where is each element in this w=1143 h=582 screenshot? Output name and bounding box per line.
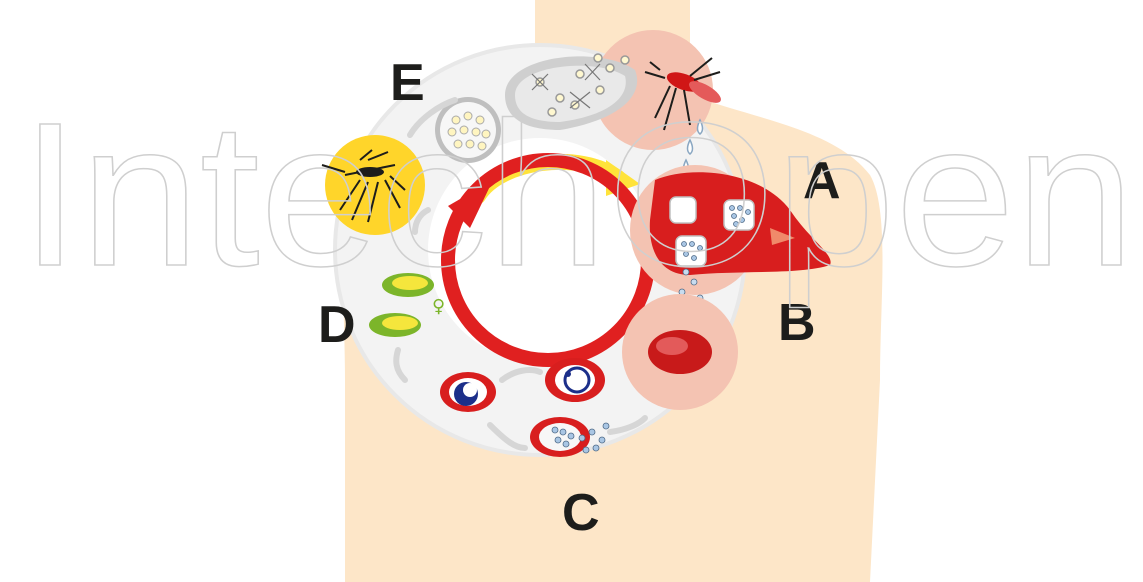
red-blood-cell-icon (440, 372, 496, 412)
watermark-text: IntechOpen (20, 80, 1135, 309)
red-blood-cell-icon (622, 294, 738, 410)
label-c: C (562, 484, 600, 542)
red-blood-cell-icon (545, 358, 605, 402)
